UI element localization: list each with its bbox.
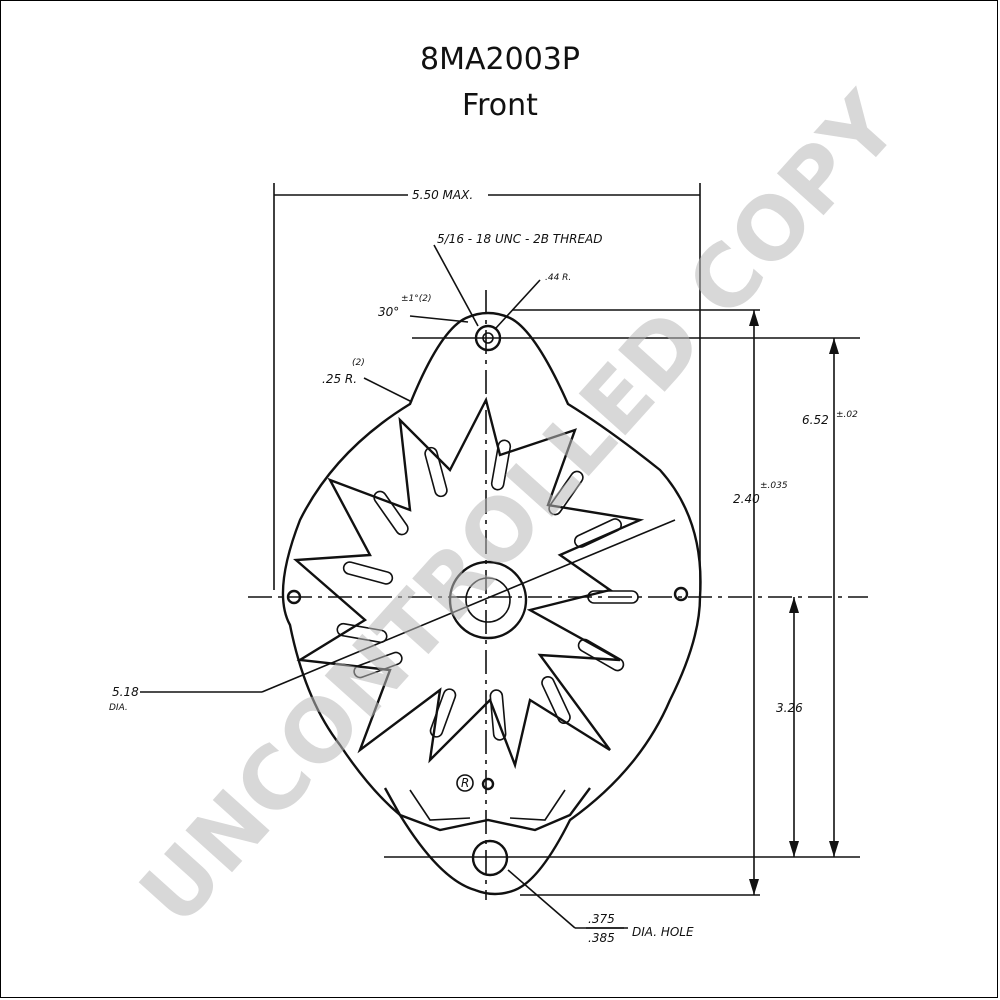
body-dia-suffix: DIA. (109, 703, 128, 713)
upper-offset-arrow-bottom (749, 879, 759, 895)
right-bolt (673, 586, 689, 602)
fan-slot (353, 651, 403, 679)
thread-callout: 5/16 - 18 UNC - 2B THREAD (437, 232, 603, 246)
fan-slot (577, 638, 625, 672)
angle-tolerance: ±1°(2) (401, 294, 432, 304)
thread-leader (433, 244, 479, 327)
hole-label: DIA. HOLE (632, 925, 694, 939)
angle-label: 30° (378, 305, 399, 319)
fan-slot (573, 518, 623, 548)
shaft-nut (465, 577, 511, 623)
fillet-note: (2) (352, 358, 365, 368)
fan-slot (336, 622, 388, 644)
upper-offset-arrow-top (749, 310, 759, 326)
fan-slot (342, 561, 394, 585)
fillet-leader (363, 377, 413, 403)
view-label: Front (462, 88, 538, 123)
fillet-radius-label: .25 R. (322, 372, 357, 386)
housing-outline (281, 311, 702, 896)
lower-offset-arrow-top (789, 597, 799, 613)
hole-dia-lower: .385 (588, 931, 615, 945)
angle-leader (409, 315, 469, 323)
bottom-mount-hole (471, 839, 509, 877)
hole-dia-upper: .375 (588, 912, 615, 926)
uncontrolled-copy-watermark: UNCONTROLLED COPY (121, 74, 919, 944)
center-hub (448, 560, 528, 640)
fan-slot (541, 675, 571, 725)
fan-slot (548, 470, 584, 516)
lower-offset-label: 3.26 (776, 701, 803, 715)
height-total-arrow-bottom (829, 841, 839, 857)
top-radius-leader (495, 279, 541, 329)
fan-slot (587, 590, 639, 604)
fan-slot (490, 439, 512, 491)
height-total-arrow-top (829, 338, 839, 354)
fan-slot (373, 490, 409, 536)
body-dia-leader (261, 519, 676, 693)
part-number-title: 8MA2003P (420, 42, 580, 77)
bottom-ear-inner (383, 787, 591, 832)
height-total-label: 6.52 (802, 413, 829, 427)
hole-leader (507, 869, 576, 929)
upper-offset-tolerance: ±.035 (760, 481, 788, 491)
bottom-ear-ribs (409, 789, 566, 821)
body-dia-value: 5.18 (112, 685, 139, 699)
height-total-tolerance: ±.02 (836, 410, 858, 420)
fan-slot (424, 446, 448, 498)
upper-offset-label: 2.40 (733, 492, 760, 506)
small-bolt (481, 777, 495, 791)
overall-width-label: 5.50 MAX. (412, 188, 473, 202)
top-radius-label: .44 R. (545, 273, 571, 283)
r-marker-circle (456, 774, 474, 792)
fan-slot (429, 688, 457, 738)
fan-slot (489, 689, 507, 741)
r-marker-label: R (461, 776, 469, 790)
fan-slots (336, 439, 639, 741)
lower-offset-arrow-bottom (789, 841, 799, 857)
left-bolt (286, 589, 302, 605)
